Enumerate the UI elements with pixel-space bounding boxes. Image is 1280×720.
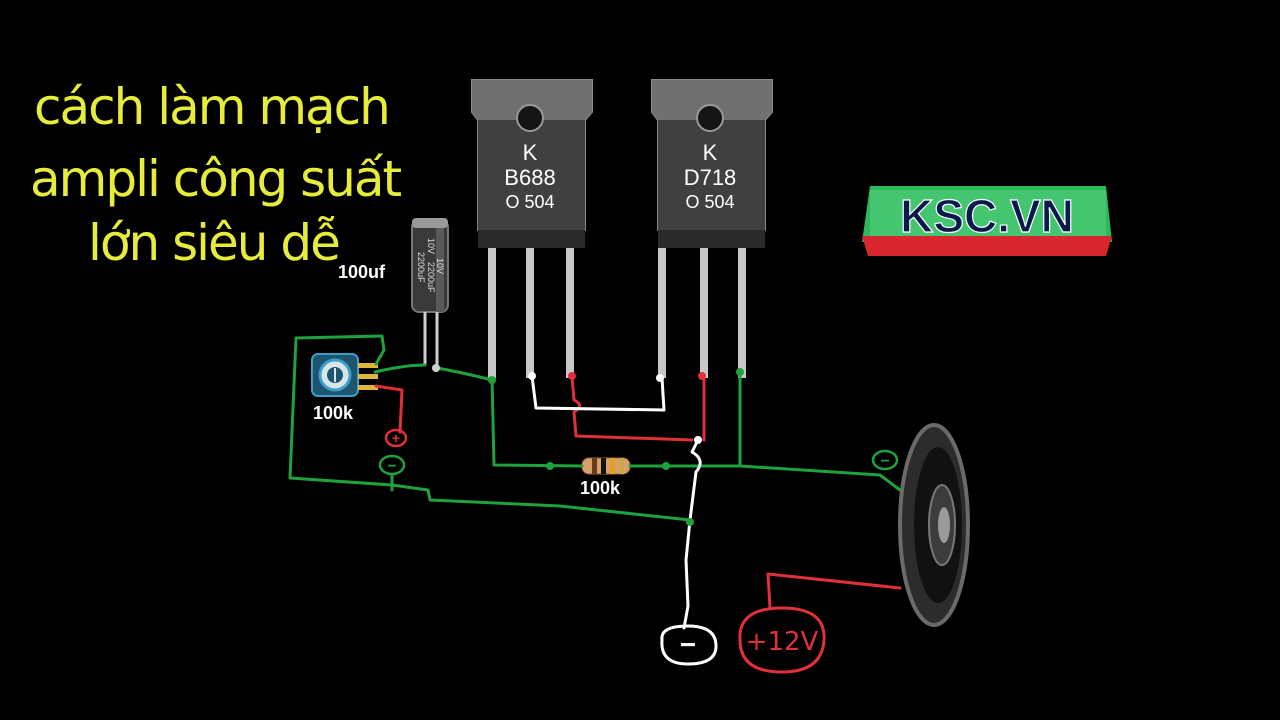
capacitor-marking-3: 10V: [435, 258, 445, 274]
resistor: [581, 457, 631, 475]
b688-part: B688: [504, 165, 555, 190]
title-line-3: lớn siêu dễ: [88, 214, 341, 272]
speaker-minus-sign: −: [880, 453, 889, 470]
d718-leg-right: [738, 248, 746, 378]
white-wires: [530, 374, 702, 630]
pot-minus-terminal: −: [378, 454, 406, 476]
b688-leg-middle: [526, 248, 534, 378]
d718-code: O 504: [685, 192, 734, 212]
speaker: [898, 423, 970, 627]
capacitor-marking-2: 2200uF: [416, 252, 426, 283]
title-line-2: ampli công suất: [30, 150, 402, 208]
b688-brand: K: [523, 140, 538, 165]
red-wires: [374, 374, 902, 610]
ground-minus-sign: −: [680, 629, 696, 660]
capacitor-label: 100uf: [338, 262, 386, 282]
d718-leg-left: [658, 248, 666, 378]
b688-leg-left: [488, 248, 496, 378]
supply-terminal: +12V: [738, 606, 826, 674]
speaker-minus-terminal: −: [871, 449, 899, 471]
capacitor-marking-4: 2200uF: [426, 262, 436, 293]
ksc-logo: KSC.VN: [862, 186, 1112, 256]
b688-leg-right: [566, 248, 574, 378]
potentiometer-label: 100k: [313, 403, 354, 423]
capacitor: 10V 2200uF 10V 2200uF: [411, 218, 449, 368]
d718-leg-middle: [700, 248, 708, 378]
title-line-1: cách làm mạch: [34, 78, 391, 136]
ground-terminal: −: [660, 624, 718, 666]
potentiometer: [311, 353, 378, 397]
d718-part: D718: [684, 165, 737, 190]
capacitor-marking-1: 10V: [426, 238, 436, 254]
d718-brand: K: [703, 140, 718, 165]
pot-minus-sign: −: [387, 458, 396, 475]
junctions: [432, 364, 744, 526]
logo-text: KSC.VN: [900, 190, 1074, 242]
transistor-b688: K B688 O 504: [471, 79, 593, 378]
supply-label: +12V: [746, 627, 819, 657]
resistor-label: 100k: [580, 478, 621, 498]
b688-code: O 504: [505, 192, 554, 212]
pot-plus-sign: +: [392, 430, 400, 446]
transistor-d718: K D718 O 504: [651, 79, 773, 378]
pot-plus-terminal: +: [384, 428, 408, 448]
